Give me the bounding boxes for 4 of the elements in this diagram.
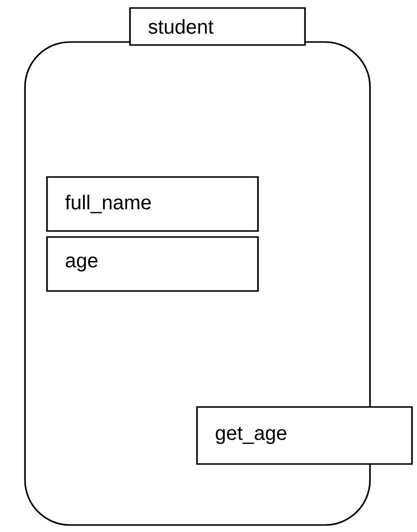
class-tab: student [129, 7, 306, 46]
method-box: get_age [196, 406, 413, 465]
attribute-box: age [46, 236, 259, 292]
attribute-box: full_name [46, 176, 259, 232]
